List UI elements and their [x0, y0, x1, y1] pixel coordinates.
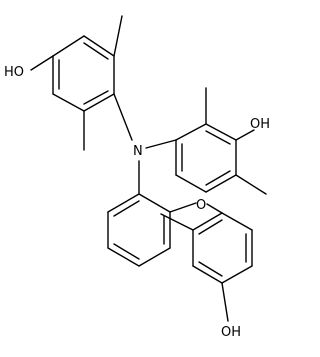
methyl-right-bottom [235, 174, 267, 195]
ring-bottom [192, 212, 253, 284]
bond-n-right-ring [145, 139, 177, 149]
ring-left [52, 35, 115, 112]
bond-hydroxy-bottom [221, 282, 229, 322]
bond-ether-right [206, 203, 223, 214]
structure-canvas: N O HO OH OH [4, 15, 270, 340]
bond-n-left-ring [113, 93, 133, 141]
methyl-bottom [160, 213, 194, 231]
methyl-left-top [113, 15, 123, 57]
atom-nitrogen: N [133, 144, 143, 159]
ring-right [175, 123, 237, 193]
bond-ether-left [169, 202, 197, 213]
atom-hydroxyl-bottom: OH [221, 325, 241, 340]
bond-hydroxy-left [30, 55, 54, 71]
atom-ether-oxygen: O [196, 198, 206, 213]
bond-hydroxy-right [235, 129, 255, 141]
atom-hydroxyl-right: OH [250, 117, 270, 132]
structure-diagram: N O HO OH OH [4, 15, 270, 340]
atom-hydroxyl-left: HO [4, 65, 24, 80]
ring-center [107, 193, 171, 267]
